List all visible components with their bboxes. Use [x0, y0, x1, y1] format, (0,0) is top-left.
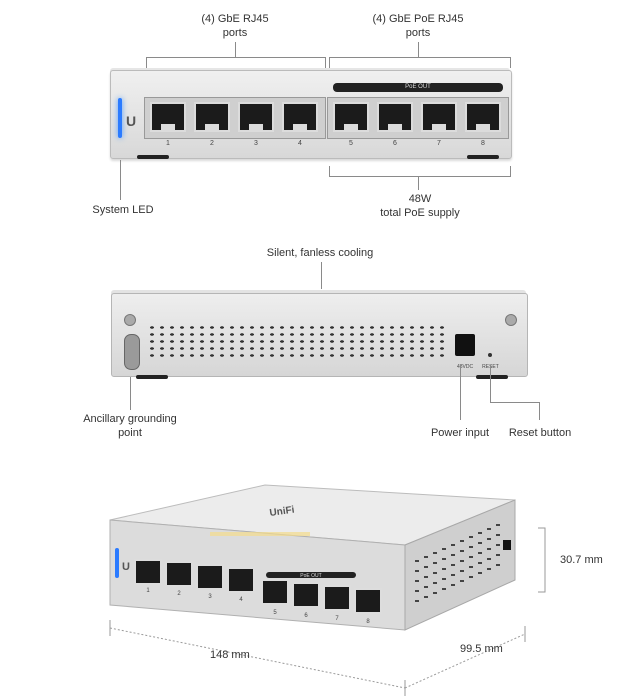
- iso-rj45-port: [134, 559, 162, 585]
- iso-rj45-poe-port: [354, 588, 382, 614]
- iso-port-number: 7: [335, 616, 339, 622]
- rj45-port: [150, 102, 186, 132]
- system-led: [118, 98, 122, 138]
- rj45-poe-port: [421, 102, 457, 132]
- cooling-callout-line: [321, 262, 322, 289]
- iso-port-number: 1: [146, 588, 150, 594]
- depth-dimension-line: [404, 633, 526, 689]
- iso-dimension-lines: [109, 527, 546, 696]
- gbe-bracket: [146, 57, 326, 68]
- iso-ubiquiti-u-logo: U: [122, 561, 130, 573]
- iso-rj45-port: [227, 567, 255, 593]
- iso-port-number: 3: [208, 594, 212, 600]
- iso-rj45-port: [165, 561, 193, 587]
- iso-rj45-port: [196, 564, 224, 590]
- width-dimension-line: [109, 627, 406, 689]
- rj45-poe-port: [465, 102, 501, 132]
- reset-callout-line-b: [490, 402, 540, 403]
- screw-icon: [124, 314, 136, 326]
- poe-port-block: [327, 97, 509, 139]
- rj45-port: [282, 102, 318, 132]
- gbe-ports-label: (4) GbE RJ45 ports: [201, 13, 269, 39]
- poe-bracket: [329, 57, 511, 68]
- back-view-chassis: 48VDC RESET: [111, 293, 528, 377]
- supply-stem: [418, 176, 419, 190]
- gbe-bracket-stem: [235, 42, 236, 57]
- rj45-poe-port: [377, 102, 413, 132]
- iso-ports: [134, 559, 382, 614]
- ground-callout-line: [130, 377, 131, 410]
- port-number: 8: [481, 140, 485, 147]
- iso-port-numbers: 1 2 3 4 5 6 7 8: [146, 588, 370, 625]
- ventilation-grille: [147, 324, 445, 358]
- port-number: 6: [393, 140, 397, 147]
- iso-port-number: 4: [239, 597, 243, 603]
- iso-port-number: 8: [366, 619, 370, 625]
- port-number: 5: [349, 140, 353, 147]
- height-label: 30.7 mm: [560, 554, 603, 566]
- dc-input-marking: 48VDC: [456, 364, 474, 370]
- supply-bracket: [329, 166, 511, 177]
- port-number: 7: [437, 140, 441, 147]
- fanless-cooling-label: Silent, fanless cooling: [266, 247, 374, 259]
- power-callout-line: [460, 365, 461, 420]
- ubiquiti-u-logo: U: [126, 113, 137, 129]
- rubber-foot: [476, 375, 508, 379]
- iso-side-vents: [415, 524, 500, 602]
- port-number: 3: [254, 140, 258, 147]
- iso-side-face: [404, 499, 516, 631]
- rubber-foot: [136, 375, 168, 379]
- iso-port-number: 6: [304, 613, 308, 619]
- rj45-poe-port: [333, 102, 369, 132]
- power-input-label: Power input: [430, 427, 490, 439]
- iso-port-number: 2: [177, 591, 181, 597]
- ground-label: Ancillary grounding point: [83, 413, 177, 439]
- iso-rj45-poe-port: [261, 579, 289, 605]
- port-number: 1: [166, 140, 170, 147]
- poe-supply-label: 48W total PoE supply: [380, 193, 460, 219]
- depth-label: 99.5 mm: [460, 643, 503, 655]
- iso-port-number: 5: [273, 610, 277, 616]
- front-view-chassis: U PoE OUT 1 2 3 4 5 6 7 8: [110, 70, 512, 159]
- rubber-foot: [467, 155, 499, 159]
- iso-poe-strip: [266, 572, 356, 578]
- width-label: 148 mm: [210, 649, 250, 661]
- rubber-foot: [137, 155, 169, 159]
- reset-button-label: Reset button: [508, 427, 572, 439]
- iso-poe-strip-label: PoE OUT: [300, 573, 321, 579]
- iso-system-led: [115, 548, 119, 578]
- system-led-label: System LED: [92, 204, 154, 216]
- rj45-port: [238, 102, 274, 132]
- iso-rj45-poe-port: [323, 585, 351, 611]
- led-callout-line: [120, 160, 121, 200]
- port-number: 4: [298, 140, 302, 147]
- iso-status-lights: [210, 532, 310, 536]
- screw-icon: [505, 314, 517, 326]
- poe-out-strip: PoE OUT: [333, 83, 503, 92]
- gbe-port-block: [144, 97, 326, 139]
- rj45-port: [194, 102, 230, 132]
- iso-dc-jack-icon: [503, 540, 511, 550]
- ground-terminal-icon: [124, 334, 140, 370]
- poe-ports-label: (4) GbE PoE RJ45 ports: [372, 13, 464, 39]
- reset-callout-line-c: [539, 402, 540, 420]
- reset-pinhole: [488, 353, 492, 357]
- reset-callout-line-a: [490, 365, 491, 403]
- port-number: 2: [210, 140, 214, 147]
- iso-top-logo: UniFi: [269, 505, 296, 519]
- height-dimension-line: [538, 527, 546, 593]
- dc-jack-icon: [455, 334, 475, 356]
- iso-rj45-poe-port: [292, 582, 320, 608]
- poe-bracket-stem: [418, 42, 419, 57]
